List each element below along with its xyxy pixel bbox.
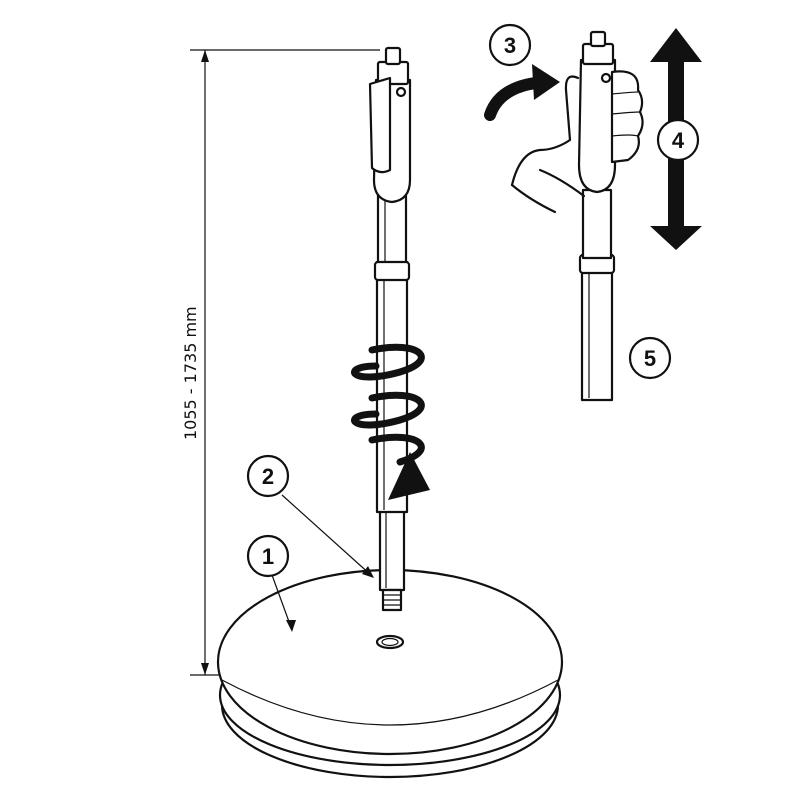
- callout-1: 1: [246, 534, 296, 632]
- callout-1-label: 1: [262, 544, 274, 569]
- height-dimension-text: 1055 - 1735 mm: [181, 306, 200, 440]
- base-plate: [216, 568, 564, 779]
- callout-5-label: 5: [644, 346, 656, 371]
- callout-4-label: 4: [672, 128, 685, 153]
- main-tube: [373, 193, 411, 514]
- callout-3-label: 3: [504, 33, 516, 58]
- inset-tube: [577, 30, 617, 402]
- height-dimension: 1055 - 1735 mm: [181, 49, 380, 676]
- rotate-arrow-icon: [351, 343, 430, 500]
- lower-tube: [378, 508, 406, 612]
- hand-illustration: [510, 70, 644, 214]
- callout-4: 4: [656, 118, 700, 162]
- clamp-head: [368, 46, 412, 204]
- callout-3: 3: [488, 23, 532, 67]
- callout-2-label: 2: [262, 464, 274, 489]
- push-arrow-icon: [484, 64, 560, 121]
- callout-5: 5: [628, 336, 672, 380]
- callout-2: 2: [246, 454, 374, 578]
